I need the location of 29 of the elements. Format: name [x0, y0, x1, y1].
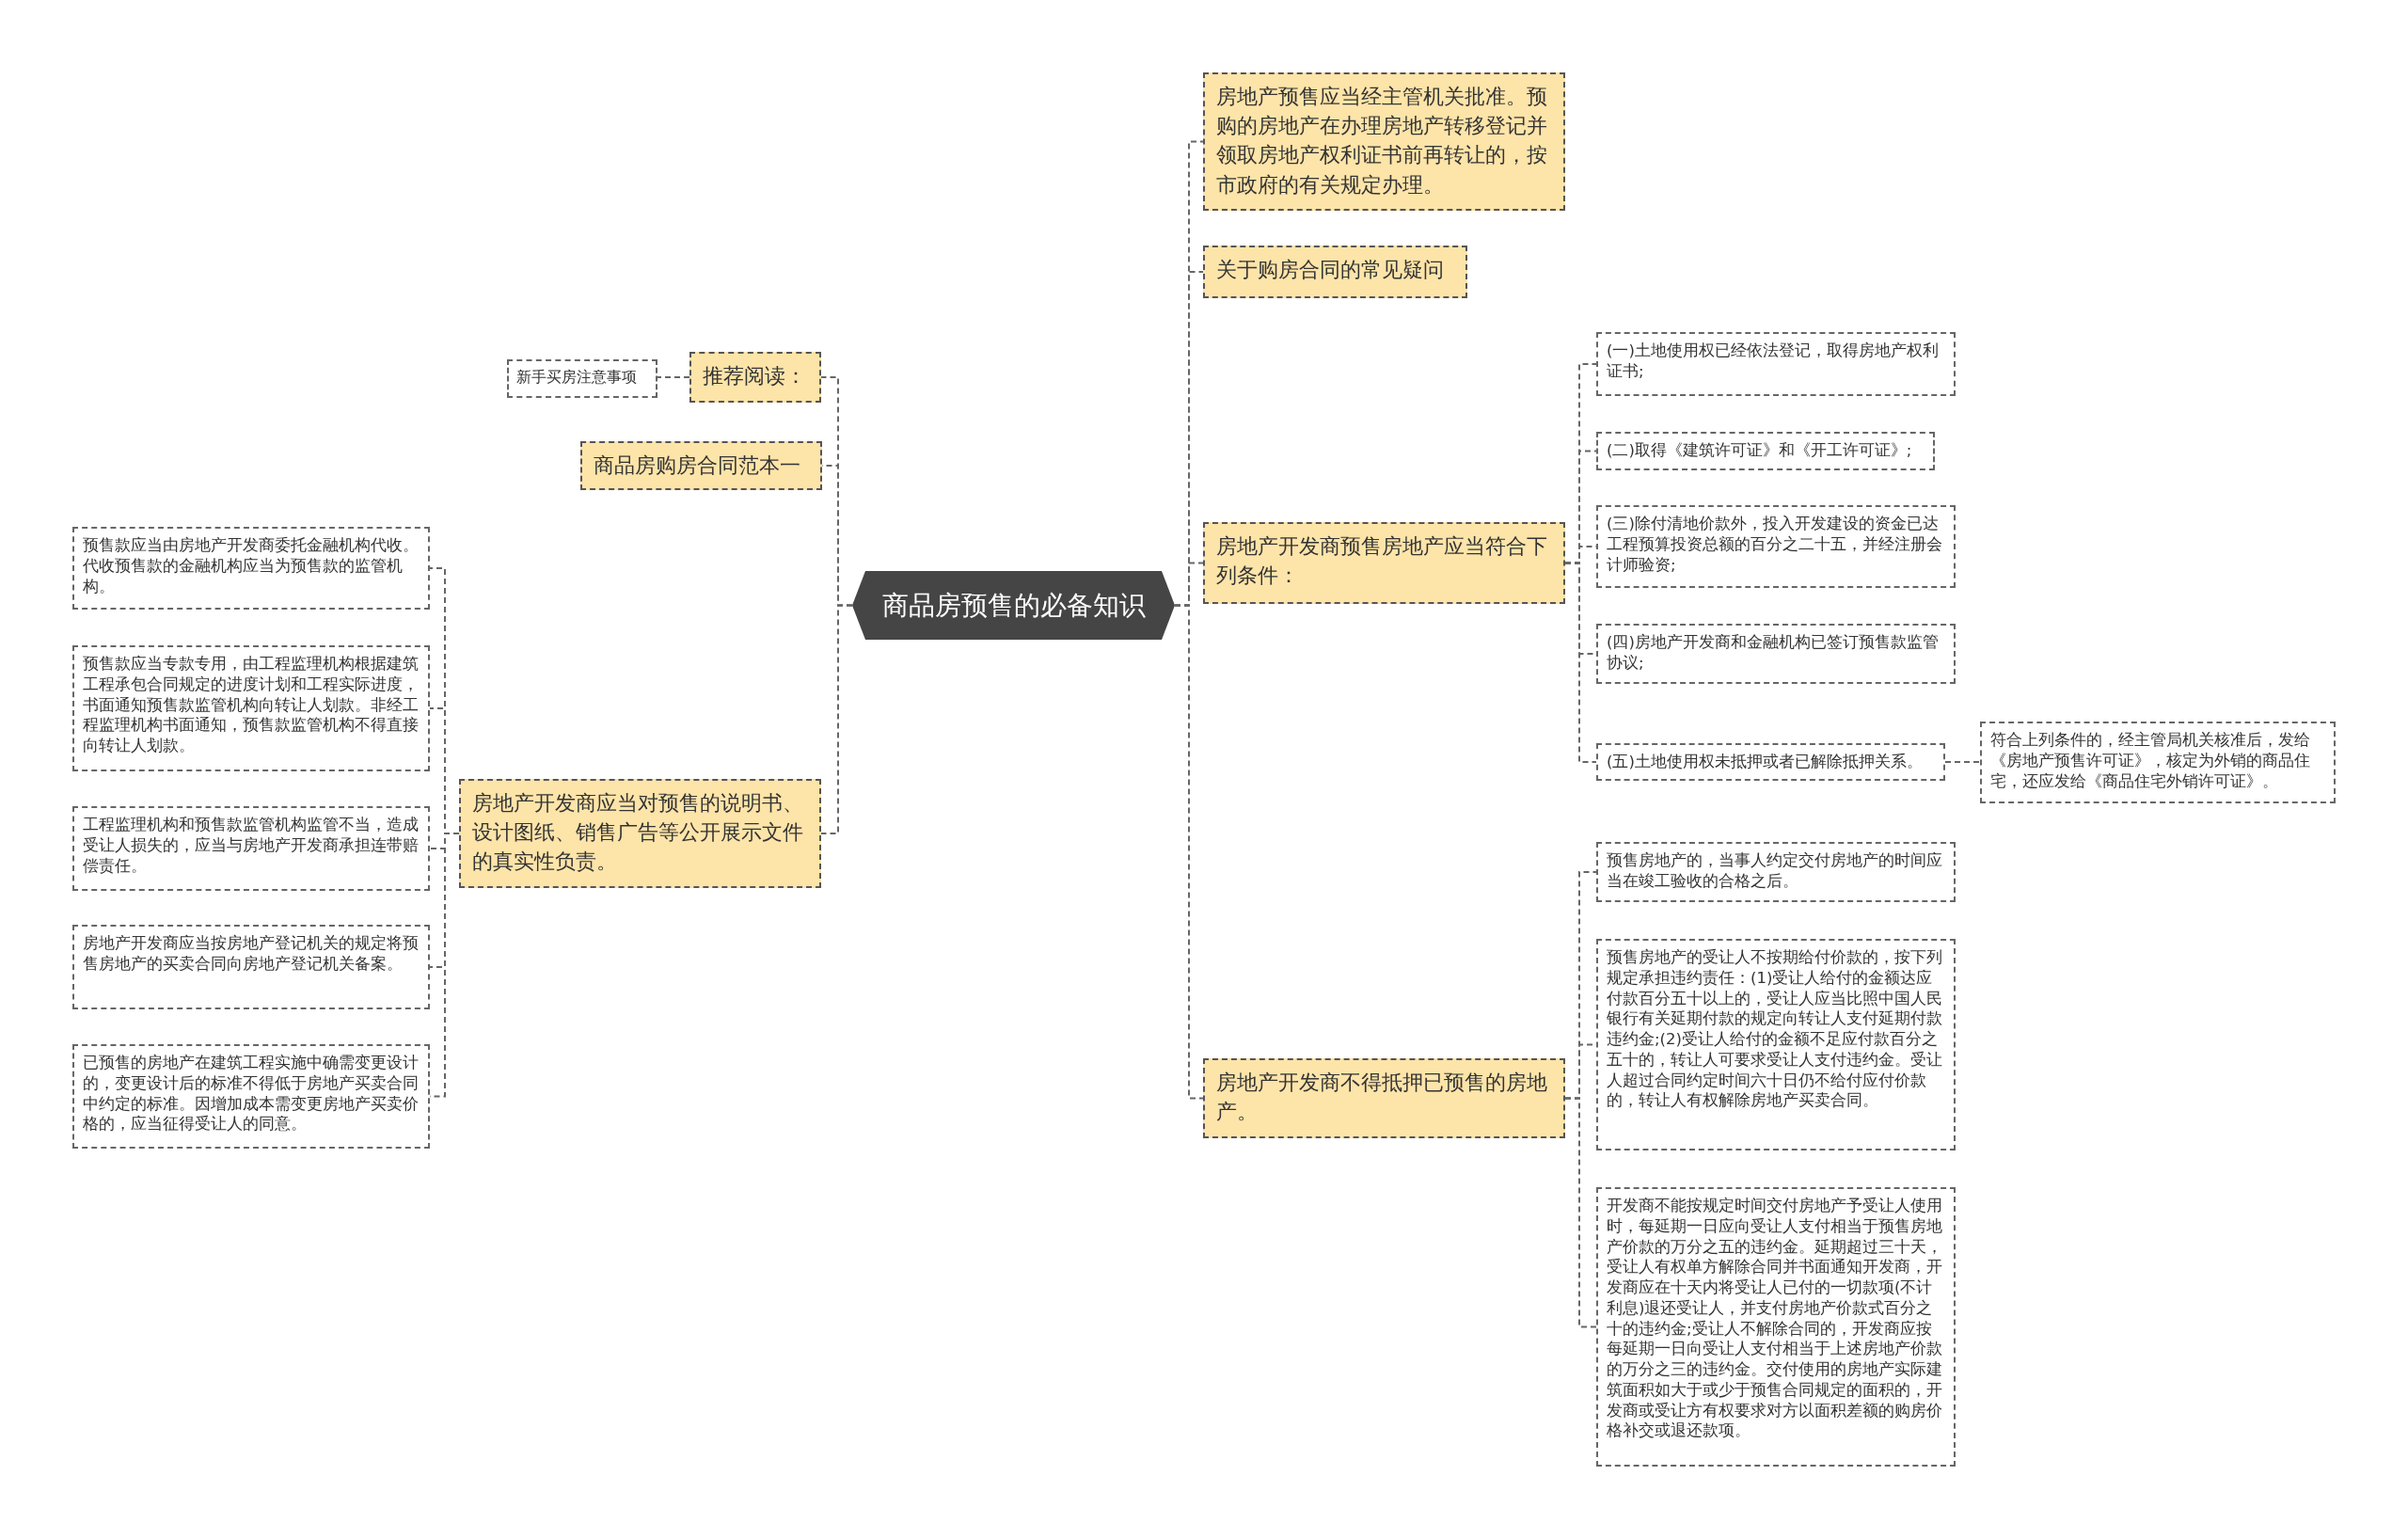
note-box: (五)土地使用权未抵押或者已解除抵押关系。 — [1596, 743, 1945, 781]
connector-line — [657, 376, 690, 378]
note-box: 符合上列条件的，经主管局机关核准后，发给《房地产预售许可证》，核定为外销的商品住宅，还应发给《商品住宅外销许可证》。 — [1980, 722, 2336, 803]
note-box: 已预售的房地产在建筑工程实施中确需变更设计的，变更设计后的标准不得低于房地产买卖合同中约定的标准。因增加成本需变更房地产买卖价格的，应当征得受让人的同意。 — [72, 1044, 430, 1149]
topic-box: 商品房购房合同范本一 — [580, 441, 822, 490]
connector-line — [820, 604, 853, 834]
topic-box: 房地产开发商不得抵押已预售的房地产。 — [1203, 1058, 1565, 1138]
topic-box: 房地产预售应当经主管机关批准。预购的房地产在办理房地产转移登记并领取房地产权利证书前再转让的，按市政府的有关规定办理。 — [1203, 72, 1565, 211]
topic-box: 房地产开发商应当对预售的说明书、设计图纸、销售广告等公开展示文件的真实性负责。 — [459, 779, 821, 888]
connector-line — [1564, 1097, 1597, 1328]
topic-box: 房地产开发商预售房地产应当符合下列条件： — [1203, 522, 1565, 604]
note-box: (二)取得《建筑许可证》和《开工许可证》; — [1596, 432, 1935, 470]
note-box: 新手买房注意事项 — [507, 359, 657, 398]
note-box: 预售款应当专款专用，由工程监理机构根据建筑工程承包合同规定的进度计划和工程实际进度，书面通知预售款监管机构向转让人划款。非经工程监理机构书面通知，预售款监管机构不得直接向转让人划款。 — [72, 645, 430, 771]
note-box: (四)房地产开发商和金融机构已签订预售款监管协议; — [1596, 624, 1956, 684]
note-box: 预售款应当由房地产开发商委托金融机构代收。代收预售款的金融机构应当为预售款的监管机构。 — [72, 527, 430, 610]
note-box: 预售房地产的，当事人约定交付房地产的时间应当在竣工验收的合格之后。 — [1596, 842, 1956, 902]
note-box: 房地产开发商应当按房地产登记机关的规定将预售房地产的买卖合同向房地产登记机关备案。 — [72, 925, 430, 1009]
connector-line — [1174, 604, 1204, 1100]
note-box: 工程监理机构和预售款监管机构监管不当，造成受让人损失的，应当与房地产开发商承担连带赔偿责任。 — [72, 806, 430, 891]
note-box: 开发商不能按规定时间交付房地产予受让人使用时，每延期一日应向受让人支付相当于预售房地产价款的万分之五的违约金。延期超过三十天，受让人有权单方解除合同并书面通知开发商，开发商应在十天内将受让人已付的一切款项(不计利息)退还受让人，并支付房地产价款式百分之十的违约金;受让人不解除合同的，开发商应按每延期一日向受让人支付相当于上述房地产价款的万分之三的违约金。交付使用的房地产实际建筑面积如大于或少于预售合同规定的面积的，开发商或受让方有权要求对方以面积差额的购房价格补交或退还款项。 — [1596, 1187, 1956, 1467]
note-box: 预售房地产的受让人不按期给付价款的，按下列规定承担违约责任：(1)受让人给付的金额达应付款百分五十以上的，受让人应当比照中国人民银行有关延期付款的规定向转让人支付延期付款违约金;(2)受让人给付的金额不足应付款百分之五十的，转让人可要求受让人支付违约金。受让人超过合同约定时间六十日仍不给付应付价款的，转让人有权解除房地产买卖合同。 — [1596, 939, 1956, 1150]
connector-line — [1564, 562, 1597, 763]
note-box: (三)除付清地价款外，投入开发建设的资金已达工程预算投资总额的百分之二十五，并经注册会计师验资; — [1596, 505, 1956, 588]
topic-box: 推荐阅读： — [689, 352, 821, 403]
connector-line — [1944, 761, 1981, 763]
central-topic-hexagon: 商品房预售的必备知识 — [852, 571, 1175, 640]
note-box: (一)土地使用权已经依法登记，取得房地产权利证书; — [1596, 332, 1956, 396]
topic-box: 关于购房合同的常见疑问 — [1203, 246, 1467, 298]
